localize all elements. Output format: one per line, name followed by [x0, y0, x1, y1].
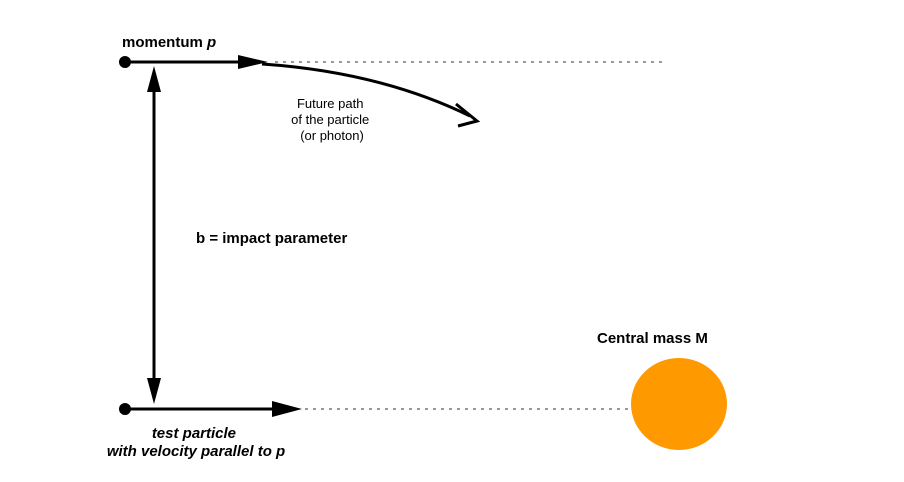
test-particle-line-2: with velocity parallel to p	[107, 443, 285, 460]
central-mass	[631, 358, 727, 450]
test-particle-label: test particle with velocity parallel to …	[107, 425, 285, 460]
momentum-arrow-head	[238, 55, 268, 69]
momentum-symbol: p	[206, 34, 216, 51]
future-path-curve	[261, 62, 471, 118]
velocity-arrow-head	[272, 401, 302, 417]
momentum-label-text: momentum	[122, 34, 207, 51]
future-path-line-3: (or photon)	[300, 128, 364, 143]
test-particle-line-1: test particle	[152, 425, 236, 442]
impact-parameter-label: b = impact parameter	[196, 230, 347, 247]
test-particle-dot	[119, 403, 131, 415]
future-path-line-2: of the particle	[291, 112, 369, 127]
impact-arrow-head-bottom	[147, 378, 161, 404]
future-path-arrow-head	[455, 102, 481, 128]
future-path-line-1: Future path	[297, 96, 364, 111]
central-mass-label: Central mass M	[597, 330, 708, 347]
top-particle-dot	[119, 56, 131, 68]
momentum-label: momentum p	[122, 34, 216, 51]
impact-arrow-head-top	[147, 66, 161, 92]
future-path-label: Future path of the particle (or photon)	[291, 96, 373, 143]
